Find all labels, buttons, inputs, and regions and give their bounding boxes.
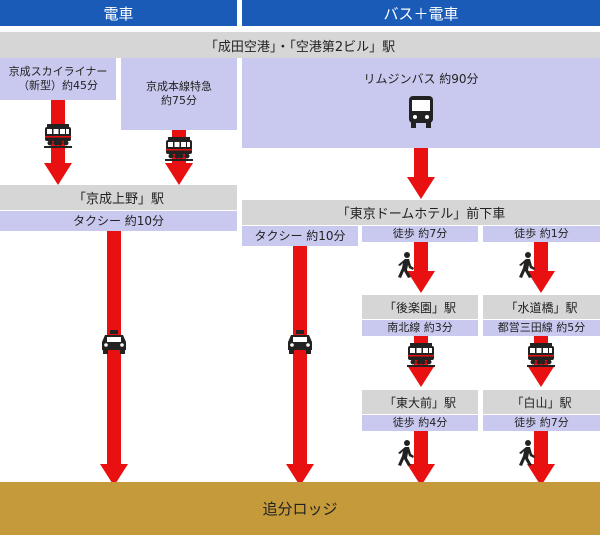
suidobashi-label: 「水道橋」駅 bbox=[505, 300, 578, 315]
arrow-walk-4-shaft bbox=[414, 431, 428, 467]
tokyo-dome-hotel-stop: 「東京ドームホテル」前下車 bbox=[242, 200, 600, 225]
header-train: 電車 bbox=[0, 0, 237, 26]
arrow-walk-7-shaft bbox=[414, 242, 428, 272]
train-icon bbox=[527, 343, 555, 367]
walk-7b-label: 徒歩 約7分 bbox=[514, 416, 569, 429]
taxi-icon bbox=[286, 330, 314, 354]
taxi-right-box: タクシー 約10分 bbox=[242, 226, 358, 246]
main-line-line1: 京成本線特急 bbox=[146, 80, 212, 93]
arrow-walk-7-head bbox=[407, 271, 435, 293]
walk-4-box: 徒歩 約4分 bbox=[362, 415, 478, 431]
walk-1-box: 徒歩 約1分 bbox=[483, 226, 600, 242]
arrow-walk-7b-shaft bbox=[534, 431, 548, 467]
skyliner-line2: （新型）約45分 bbox=[18, 79, 98, 92]
destination-banner: 追分ロッジ bbox=[0, 482, 600, 535]
todaimae-label: 「東大前」駅 bbox=[383, 395, 456, 410]
arrow-limousine-shaft bbox=[414, 148, 428, 178]
todaimae-station: 「東大前」駅 bbox=[362, 390, 478, 414]
origin-station: 「成田空港」・「空港第2ビル」駅 bbox=[0, 32, 600, 58]
origin-label: 「成田空港」・「空港第2ビル」駅 bbox=[204, 39, 396, 55]
train-icon bbox=[165, 137, 193, 161]
walker-icon bbox=[396, 252, 416, 278]
hakusan-station: 「白山」駅 bbox=[483, 390, 600, 414]
walk-7-label: 徒歩 約7分 bbox=[392, 227, 448, 240]
arrow-walk-1-head bbox=[527, 271, 555, 293]
walk-1-label: 徒歩 約1分 bbox=[514, 227, 569, 240]
keisei-ueno-label: 「京成上野」駅 bbox=[72, 192, 164, 207]
destination-label: 追分ロッジ bbox=[262, 500, 338, 518]
skyliner-line1: 京成スカイライナー bbox=[8, 65, 108, 78]
walk-4-label: 徒歩 約4分 bbox=[392, 416, 448, 429]
train-icon bbox=[407, 343, 435, 367]
nanboku-label: 南北線 約3分 bbox=[387, 321, 453, 334]
taxi-icon bbox=[100, 330, 128, 354]
korakuen-label: 「後楽園」駅 bbox=[383, 300, 456, 315]
train-icon bbox=[44, 124, 72, 148]
tokyo-dome-hotel-label: 「東京ドームホテル」前下車 bbox=[336, 207, 506, 222]
header-train-label: 電車 bbox=[103, 4, 134, 23]
header-bus-train: バス＋電車 bbox=[242, 0, 600, 26]
arrow-walk-1-shaft bbox=[534, 242, 548, 272]
walk-7-box: 徒歩 約7分 bbox=[362, 226, 478, 242]
mita-box: 都営三田線 約5分 bbox=[483, 320, 600, 336]
arrow-nanboku-head bbox=[407, 365, 435, 387]
arrow-taxi-left-head bbox=[100, 464, 128, 486]
walker-icon bbox=[517, 440, 537, 466]
main-line-line2: 約75分 bbox=[161, 94, 197, 107]
taxi-left-label: タクシー 約10分 bbox=[72, 214, 165, 228]
arrow-taxi-right-head bbox=[286, 464, 314, 486]
walker-icon bbox=[396, 440, 416, 466]
nanboku-box: 南北線 約3分 bbox=[362, 320, 478, 336]
walker-icon bbox=[517, 252, 537, 278]
keisei-ueno-station: 「京成上野」駅 bbox=[0, 185, 237, 210]
korakuen-station: 「後楽園」駅 bbox=[362, 295, 478, 319]
taxi-left-box: タクシー 約10分 bbox=[0, 211, 237, 231]
arrow-walk-4-head bbox=[407, 464, 435, 486]
limousine-label: リムジンバス 約90分 bbox=[363, 72, 479, 86]
arrow-taxi-right-shaft bbox=[293, 246, 307, 467]
bus-icon bbox=[407, 96, 435, 128]
main-line-box: 京成本線特急 約75分 bbox=[121, 58, 237, 130]
taxi-right-label: タクシー 約10分 bbox=[254, 229, 346, 243]
mita-label: 都営三田線 約5分 bbox=[497, 321, 586, 334]
hakusan-label: 「白山」駅 bbox=[511, 395, 572, 410]
skyliner-box: 京成スカイライナー （新型）約45分 bbox=[0, 58, 116, 100]
header-bus-train-label: バス＋電車 bbox=[383, 4, 459, 23]
arrow-limousine-head bbox=[407, 177, 435, 199]
arrow-main-line-head bbox=[165, 163, 193, 185]
arrow-mita-head bbox=[527, 365, 555, 387]
suidobashi-station: 「水道橋」駅 bbox=[483, 295, 600, 319]
arrow-walk-7b-head bbox=[527, 464, 555, 486]
walk-7b-box: 徒歩 約7分 bbox=[483, 415, 600, 431]
arrow-skyliner-head bbox=[44, 163, 72, 185]
